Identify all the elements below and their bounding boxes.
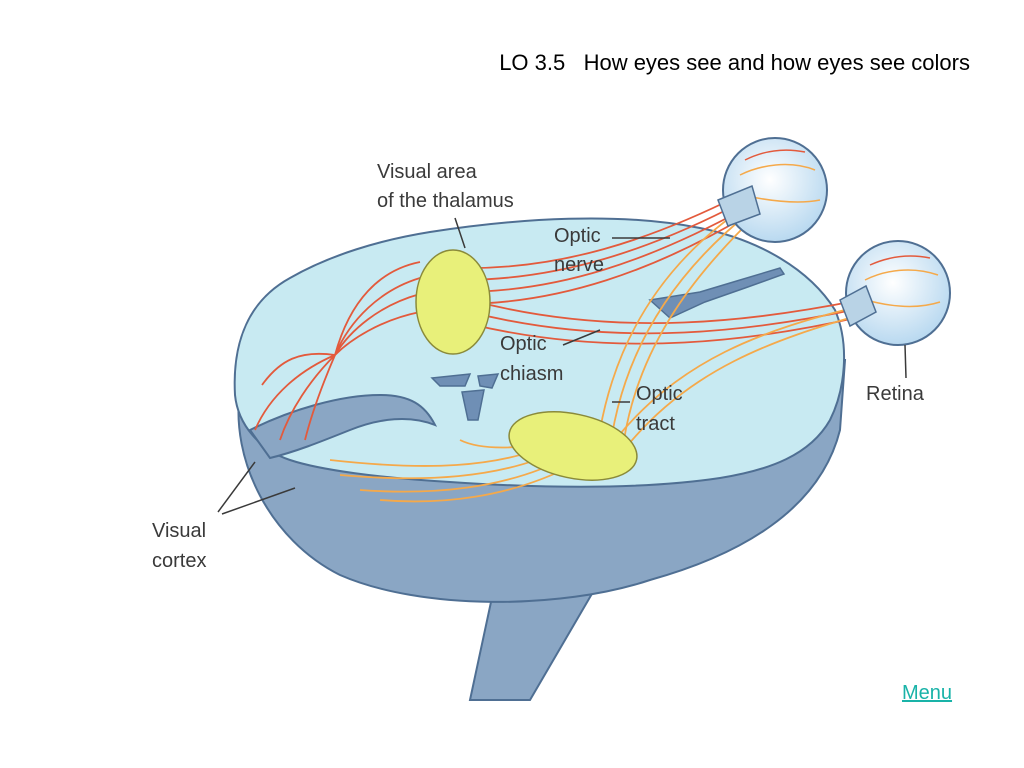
ventricle-lower (461, 389, 485, 421)
menu-link[interactable]: Menu (902, 682, 953, 704)
leader-retina (904, 344, 907, 379)
label-retina: Retina (866, 383, 925, 405)
leader-thalamus (454, 217, 466, 249)
slide-title: LO 3.5 How eyes see and how eyes see col… (499, 50, 970, 75)
leader-lines (217, 217, 907, 515)
eye-top (722, 137, 828, 243)
eye-bottom (845, 240, 951, 346)
label-visual-cortex-line2: cortex (152, 550, 206, 572)
ventricle-top (648, 267, 786, 319)
orange-pathway-group (329, 204, 868, 503)
label-visual-cortex-line1: Visual (152, 520, 206, 542)
label-optic-tract-line2: tract (636, 413, 675, 435)
optic-nerve-bottom (839, 284, 877, 328)
optic-tract-area (508, 411, 638, 481)
label-optic-nerve-line2: nerve (554, 254, 604, 276)
ventricle-right (477, 373, 500, 389)
leader-cortex-1 (217, 461, 256, 513)
leader-cortex-2 (221, 487, 296, 515)
ventricle-left (430, 373, 472, 387)
label-optic-chiasm-line1: Optic (500, 333, 547, 355)
brain-fissure (248, 393, 438, 460)
leader-optic-chiasm (562, 329, 601, 346)
thalamus-visual-area (415, 249, 491, 355)
label-optic-nerve-line1: Optic (554, 225, 601, 247)
label-thalamus-line1: Visual area (377, 161, 478, 183)
red-pathway-group (254, 194, 865, 441)
label-thalamus-line2: of the thalamus (377, 190, 514, 212)
optic-nerve-top (717, 184, 761, 227)
label-optic-chiasm-line2: chiasm (500, 363, 563, 385)
label-optic-tract-line1: Optic (636, 383, 683, 405)
